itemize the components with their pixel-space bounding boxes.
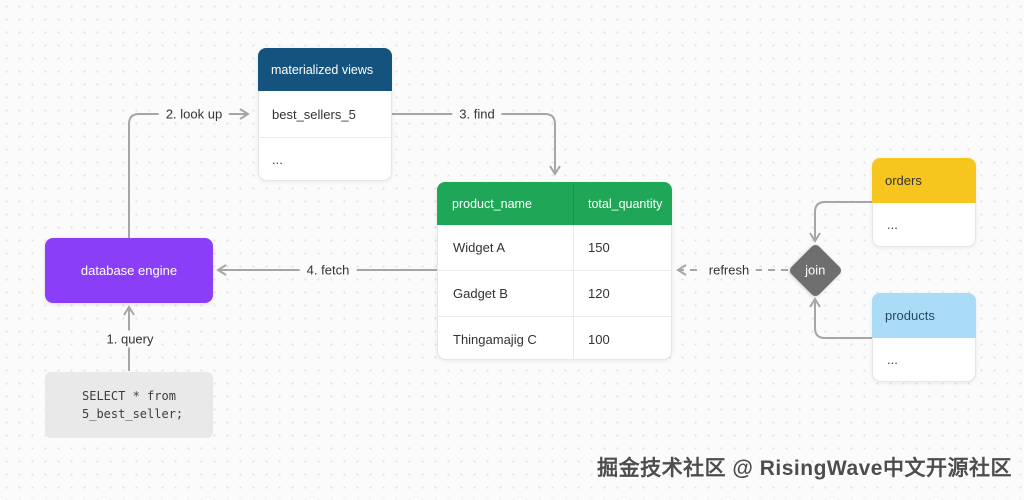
- database-engine-node: database engine: [45, 238, 213, 303]
- table-row: Thingamajig C 100: [438, 317, 671, 362]
- products-table-node: products ...: [872, 293, 976, 382]
- query-code-box: SELECT * from 5_best_seller;: [45, 372, 213, 438]
- result-table-col-total-quantity: total_quantity: [573, 182, 672, 225]
- table-cell-quantity: 100: [573, 317, 671, 362]
- products-table-header: products: [872, 293, 976, 338]
- orders-table-node: orders ...: [872, 158, 976, 247]
- table-row: Gadget B 120: [438, 271, 671, 317]
- edge-label-look-up: 2. look up: [158, 105, 230, 123]
- materialized-views-row-best-sellers: best_sellers_5: [259, 91, 391, 138]
- edge-find-line: [392, 113, 561, 176]
- edge-label-refresh: refresh: [701, 261, 757, 279]
- edge-label-query: 1. query: [99, 330, 161, 348]
- materialized-views-row-ellipsis: ...: [272, 151, 283, 167]
- result-table-header: product_name total_quantity: [437, 182, 672, 225]
- table-cell-product: Gadget B: [453, 286, 508, 301]
- orders-row-ellipsis: ...: [887, 216, 898, 232]
- edge-label-find: 3. find: [452, 105, 502, 123]
- materialized-views-node: materialized views best_sellers_5 ...: [258, 48, 392, 181]
- join-label: join: [805, 263, 826, 278]
- table-cell-product: Thingamajig C: [453, 332, 537, 347]
- watermark-text: 掘金技术社区 @ RisingWave中文开源社区: [597, 457, 1012, 480]
- orders-table-header: orders: [872, 158, 976, 203]
- edge-label-fetch: 4. fetch: [299, 261, 357, 279]
- table-row: Widget A 150: [438, 225, 671, 271]
- result-table-col-product-name: product_name: [452, 196, 532, 211]
- materialized-views-header: materialized views: [258, 48, 392, 91]
- table-cell-quantity: 120: [573, 271, 671, 316]
- query-code-line-2: 5_best_seller;: [82, 407, 184, 421]
- edge-lookup-line: [128, 108, 250, 238]
- result-table-node: product_name total_quantity Widget A 150…: [437, 182, 672, 362]
- table-cell-quantity: 150: [573, 225, 671, 270]
- products-row-ellipsis: ...: [887, 351, 898, 367]
- edge-products-join-line: [809, 297, 872, 339]
- edge-orders-join-line: [809, 201, 872, 243]
- table-cell-product: Widget A: [453, 240, 506, 255]
- query-code-line-1: SELECT * from: [82, 389, 176, 403]
